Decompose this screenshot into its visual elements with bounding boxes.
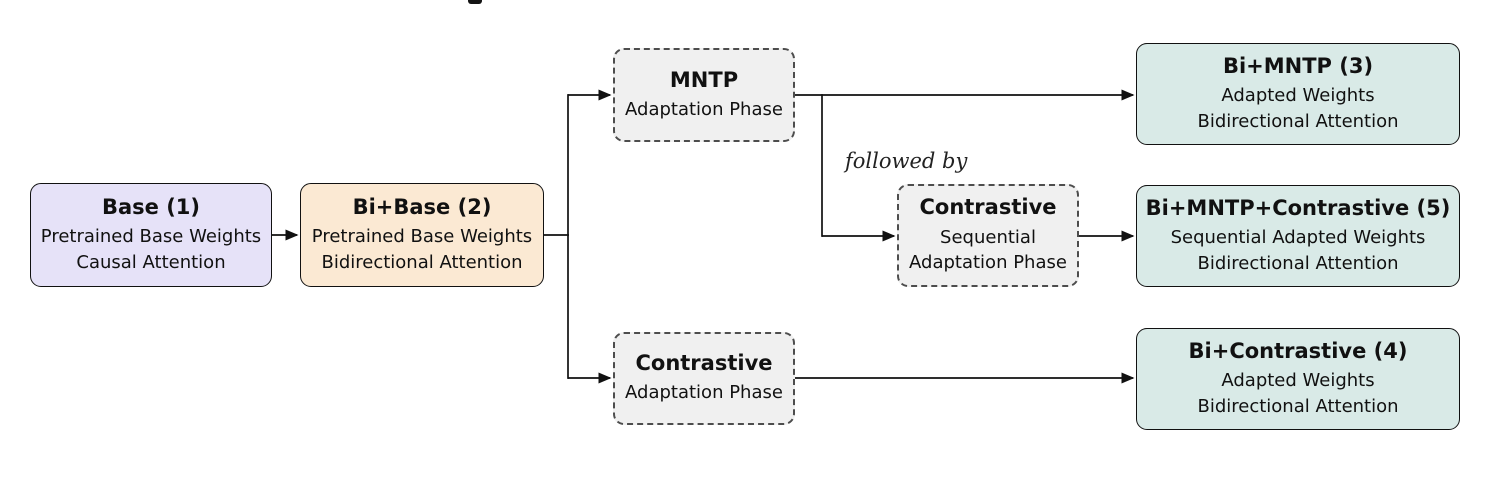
node-contrastive-phase: Contrastive Adaptation Phase: [613, 332, 795, 425]
node-bi-contrastive-line2: Bidirectional Attention: [1197, 395, 1399, 417]
node-bi-base: Bi+Base (2) Pretrained Base Weights Bidi…: [300, 183, 544, 287]
node-bi-base-title: Bi+Base (2): [352, 194, 492, 219]
node-bi-contrastive-title: Bi+Contrastive (4): [1188, 338, 1408, 363]
node-bi-mntp-contrastive-line1: Sequential Adapted Weights: [1170, 227, 1426, 249]
node-bi-mntp-line1: Adapted Weights: [1221, 85, 1375, 107]
node-bi-mntp-title: Bi+MNTP (3): [1222, 53, 1374, 78]
cropped-text-artifact: [468, 0, 482, 4]
node-bi-contrastive: Bi+Contrastive (4) Adapted Weights Bidir…: [1136, 328, 1460, 430]
node-contrastive-sequential-line2: Adaptation Phase: [909, 252, 1067, 274]
node-contrastive-sequential-line1: Sequential: [940, 226, 1036, 248]
node-mntp-phase: MNTP Adaptation Phase: [613, 48, 795, 142]
node-mntp-phase-title: MNTP: [669, 67, 739, 92]
node-bi-mntp-line2: Bidirectional Attention: [1197, 110, 1399, 132]
node-bi-mntp: Bi+MNTP (3) Adapted Weights Bidirectiona…: [1136, 43, 1460, 145]
node-mntp-phase-line1: Adaptation Phase: [625, 98, 783, 120]
followed-by-label: followed by: [845, 149, 968, 173]
node-bi-mntp-contrastive-title: Bi+MNTP+Contrastive (5): [1145, 195, 1451, 220]
node-base-line1: Pretrained Base Weights: [40, 226, 262, 248]
node-bi-base-line1: Pretrained Base Weights: [311, 226, 533, 248]
node-contrastive-phase-line1: Adaptation Phase: [625, 382, 783, 404]
node-bi-contrastive-line1: Adapted Weights: [1221, 370, 1375, 392]
node-bi-base-line2: Bidirectional Attention: [321, 251, 523, 273]
node-contrastive-sequential-phase: Contrastive Sequential Adaptation Phase: [897, 184, 1079, 287]
node-contrastive-phase-title: Contrastive: [635, 351, 773, 376]
node-bi-mntp-contrastive: Bi+MNTP+Contrastive (5) Sequential Adapt…: [1136, 185, 1460, 287]
node-bi-mntp-contrastive-line2: Bidirectional Attention: [1197, 252, 1399, 274]
node-contrastive-sequential-title: Contrastive: [919, 195, 1057, 220]
node-base-line2: Causal Attention: [76, 251, 226, 273]
node-base: Base (1) Pretrained Base Weights Causal …: [30, 183, 272, 287]
node-base-title: Base (1): [101, 194, 201, 219]
